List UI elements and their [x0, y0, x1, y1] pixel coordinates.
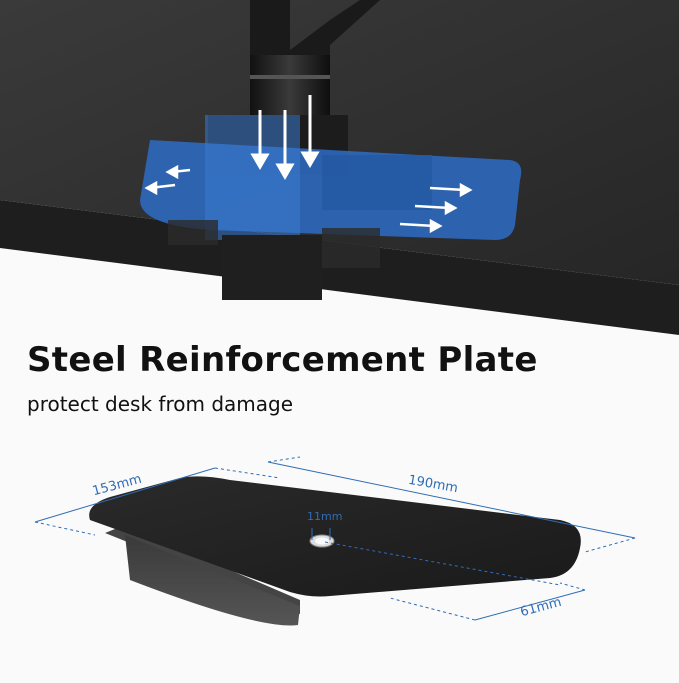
arrows-outward-icon: [144, 164, 473, 234]
page-subtitle: protect desk from damage: [27, 392, 294, 416]
dimension-lines: [34, 456, 636, 621]
arrows-down-icon: [250, 95, 320, 180]
clamp: [168, 220, 380, 300]
dimension-hole-label: 11mm: [307, 510, 343, 523]
steel-plate: [89, 476, 581, 626]
page-title: Steel Reinforcement Plate: [27, 340, 538, 380]
